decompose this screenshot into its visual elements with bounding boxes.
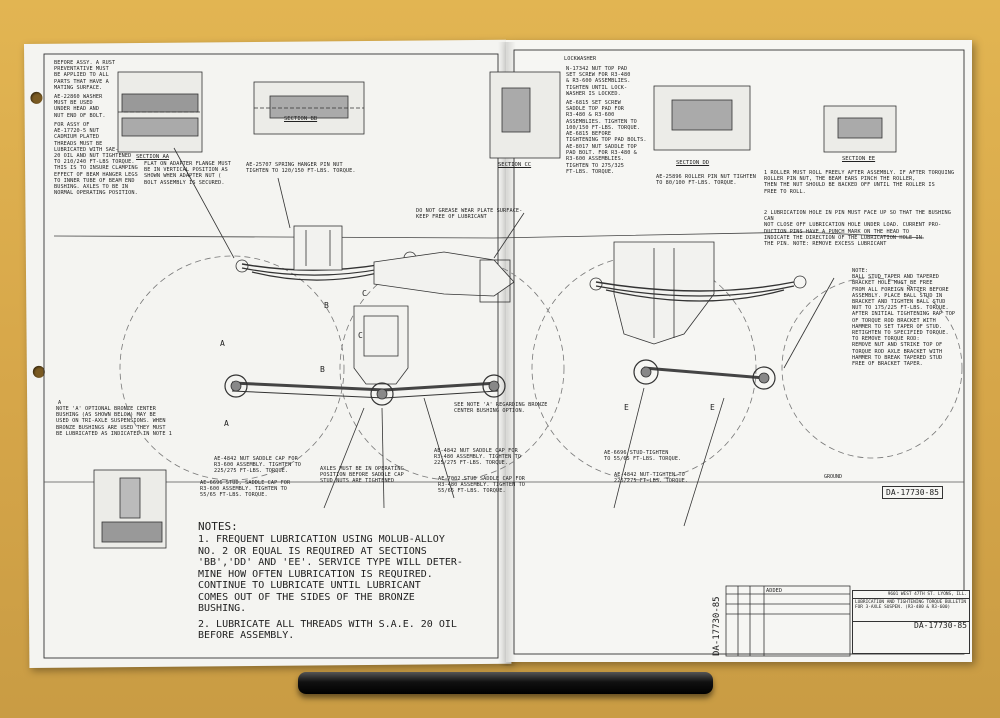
note-wear-plate: DO NOT GREASE WEAR PLATE SURFACE- KEEP F… bbox=[416, 208, 523, 221]
note-nut-saddle-r3600: AE-4842 NUT SADDLE CAP FOR R3-600 ASSEMB… bbox=[214, 456, 302, 475]
spring-eye bbox=[589, 277, 603, 291]
note-see-note-a: SEE NOTE 'A' REGARDING BRONZE CENTER BUS… bbox=[454, 402, 548, 415]
note-stud-tighten: AE-6696 STUD-TIGHTEN TO 55/65 FT-LBS. TO… bbox=[604, 450, 682, 463]
note-rust-preventative: BEFORE ASSY. A RUST PREVENTATIVE MUST BE… bbox=[54, 60, 116, 91]
note-flat-adapter: FLAT ON ADAPTER FLANGE MUST BE IN VERTIC… bbox=[144, 161, 232, 186]
frame-rail bbox=[53, 231, 925, 239]
vertical-drawing-number: DA-17730-85 bbox=[712, 596, 722, 656]
cut-label-c: C bbox=[362, 289, 367, 298]
cut-label-b: B bbox=[320, 365, 325, 374]
center-bushing bbox=[370, 382, 394, 406]
equalizer-beam bbox=[231, 381, 499, 392]
wheel-outline bbox=[531, 255, 757, 481]
rear-torque-rod bbox=[643, 366, 765, 380]
axle-hub bbox=[633, 359, 659, 385]
cut-label-a: A bbox=[220, 339, 225, 348]
cut-label-e: E bbox=[624, 403, 629, 412]
company-address: 9601 WEST 47TH ST. LYONS, ILL. bbox=[887, 592, 967, 597]
revision-text: ADDED bbox=[766, 588, 783, 594]
cut-label-e: E bbox=[710, 403, 715, 412]
axle-hub bbox=[482, 374, 506, 398]
spring-hanger bbox=[293, 225, 343, 271]
note-item-1: 1. FREQUENT LUBRICATION USING MOLUB-ALLO… bbox=[198, 534, 463, 614]
axle-hub bbox=[224, 374, 248, 398]
equalizer-beam-lower bbox=[231, 390, 499, 399]
note-lube-hole: 2 LUBRICATION HOLE IN PIN MUST FACE UP S… bbox=[764, 210, 951, 248]
axle-hub bbox=[752, 366, 776, 390]
right-border bbox=[513, 49, 965, 655]
notes-list: 1. FREQUENT LUBRICATION USING MOLUB-ALLO… bbox=[198, 534, 488, 642]
note-nut-tighten: AE-4842 NUT-TIGHTEN TO 225/275 FT-LBS. T… bbox=[614, 472, 689, 485]
note-ball-stud: NOTE: BALL STUD TAPER AND TAPERED BRACKE… bbox=[852, 268, 956, 368]
section-dd-label: SECTION DD bbox=[676, 160, 710, 166]
title-block-number: DA-17730-85 bbox=[853, 621, 969, 630]
cut-label-b: B bbox=[324, 301, 329, 310]
wheel-outline bbox=[781, 277, 963, 459]
drawing-number-box: DA-17730-85 bbox=[882, 486, 943, 499]
notes-heading: NOTES: bbox=[198, 520, 238, 533]
note-spring-hanger: AE-25707 SPRING HANGER PIN NUT TIGHTEN T… bbox=[246, 162, 356, 175]
note-roller-pin: AE-25896 ROLLER PIN NUT TIGHTEN TO 80/10… bbox=[656, 174, 756, 187]
wheel-outline bbox=[119, 255, 345, 481]
cut-label-a: A bbox=[224, 419, 229, 428]
section-aa-label: SECTION AA bbox=[136, 154, 170, 160]
note-roller-free: 1 ROLLER MUST ROLL FREELY AFTER ASSEMBLY… bbox=[764, 170, 955, 195]
cut-label-c: C bbox=[358, 331, 363, 340]
left-border bbox=[43, 53, 499, 659]
section-ee-label: SECTION EE bbox=[842, 156, 876, 162]
bracket-plate bbox=[363, 315, 399, 357]
note-pad-bolt: AE-8017 NUT SADDLE TOP PAD BOLT. FOR R3-… bbox=[566, 144, 637, 175]
axle-center bbox=[230, 380, 242, 392]
note-top-pad-set-screw: N-17342 NUT TOP PAD SET SCREW FOR R3-480… bbox=[566, 66, 631, 97]
note-bronze-bushing: NOTE 'A' OPTIONAL BRONZE CENTER BUSHING … bbox=[56, 406, 173, 437]
lockwasher-label: LOCKWASHER bbox=[564, 56, 597, 62]
top-pad bbox=[373, 251, 515, 297]
rear-leaf-spring bbox=[595, 281, 795, 292]
note-stud-saddle-r3600: AE-6696 STUD, SADDLE CAP FOR R3-600 ASSE… bbox=[200, 480, 291, 499]
center-bracket bbox=[353, 305, 409, 385]
note-saddle-set-screw: AE-6815 SET SCREW SADDLE TOP PAD FOR R3-… bbox=[566, 100, 647, 144]
black-rod bbox=[298, 672, 713, 694]
note-stud-saddle-r3480: AE-7002 STUD SADDLE CAP FOR R3-480 ASSEM… bbox=[438, 476, 526, 495]
roller-bracket bbox=[479, 259, 511, 303]
note-assy-nut: FOR ASSY OF AE-17720-5 NUT CADMIUM PLATE… bbox=[54, 122, 138, 197]
suspension-drawing: A A B B C C E E bbox=[43, 49, 965, 659]
title-block: 9601 WEST 47TH ST. LYONS, ILL. LUBRICATI… bbox=[852, 590, 970, 654]
revision-block bbox=[725, 585, 851, 657]
rear-hanger bbox=[613, 241, 715, 345]
section-cc-label: SECTION CC bbox=[498, 162, 532, 168]
section-bb-label: SECTION BB bbox=[284, 116, 318, 122]
manual-spread: A A B B C C E E BEFORE ASSY. A RUST PREV… bbox=[24, 38, 972, 670]
page-gutter bbox=[498, 42, 516, 666]
ground-label: GROUND bbox=[824, 474, 843, 480]
note-axles-position: AXLES MUST BE IN OPERATING POSITION BEFO… bbox=[320, 466, 404, 485]
spring-eye bbox=[235, 259, 249, 273]
note-nut-saddle-r3480: AE-4842 NUT SADDLE CAP FOR R3-480 ASSEMB… bbox=[434, 448, 522, 467]
wheel-outline bbox=[339, 255, 565, 481]
note-washer: AE-22860 WASHER MUST BE USED UNDER HEAD … bbox=[54, 94, 106, 119]
title-block-title: LUBRICATION AND TIGHTENING TORQUE BULLET… bbox=[853, 598, 969, 611]
note-item-2: 2. LUBRICATE ALL THREADS WITH S.A.E. 20 … bbox=[198, 618, 457, 642]
spring-eye bbox=[793, 275, 807, 289]
circle-a-marker: A bbox=[58, 400, 62, 406]
